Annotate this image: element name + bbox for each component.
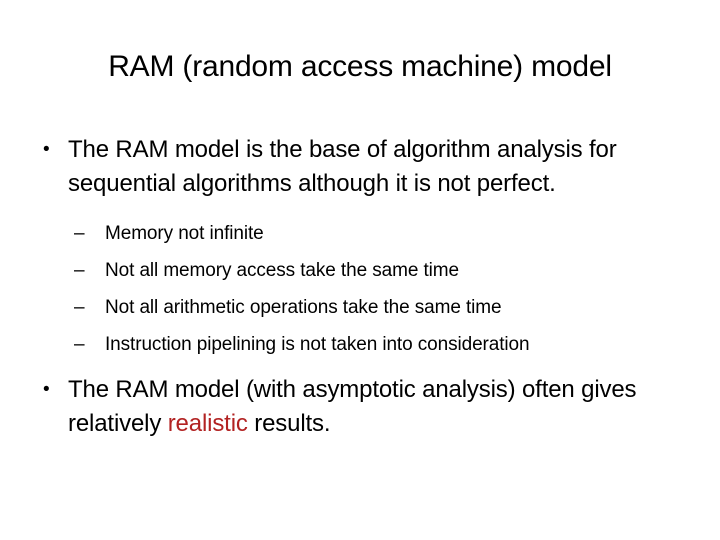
sub-bullet-list: – Memory not infinite – Not all memory a… [36,215,684,363]
bullet-text-accent-word: realistic [167,410,248,437]
bullet-text-before-accent: The RAM model (with asymptotic analysis)… [68,376,637,437]
slide-body: • The RAM model is the base of algorithm… [36,133,684,441]
slide-title: RAM (random access machine) model [108,50,612,83]
bullet-dot-icon: • [43,379,50,400]
sub-bullet-arithmetic-operations-time: – Not all arithmetic operations take the… [36,289,684,326]
spacer [36,201,684,205]
sub-bullet-text: Instruction pipelining is not taken into… [105,334,530,355]
bullet-dash-icon: – [74,297,85,318]
sub-bullet-memory-not-infinite: – Memory not infinite [36,215,684,252]
bullet-text-after-accent: results. [247,410,331,437]
bullet-item-ram-model-base: • The RAM model is the base of algorithm… [36,133,684,201]
sub-bullet-instruction-pipelining: – Instruction pipelining is not taken in… [36,326,684,363]
bullet-dash-icon: – [74,223,85,244]
bullet-text: The RAM model is the base of algorithm a… [68,136,617,197]
bullet-item-asymptotic-analysis: • The RAM model (with asymptotic analysis… [36,373,684,441]
sub-bullet-text: Memory not infinite [105,223,264,244]
bullet-dash-icon: – [74,260,85,281]
sub-bullet-text: Not all memory access take the same time [105,260,459,281]
bullet-dot-icon: • [43,139,50,160]
sub-bullet-memory-access-time: – Not all memory access take the same ti… [36,252,684,289]
bullet-dash-icon: – [74,334,85,355]
sub-bullet-text: Not all arithmetic operations take the s… [105,297,502,318]
